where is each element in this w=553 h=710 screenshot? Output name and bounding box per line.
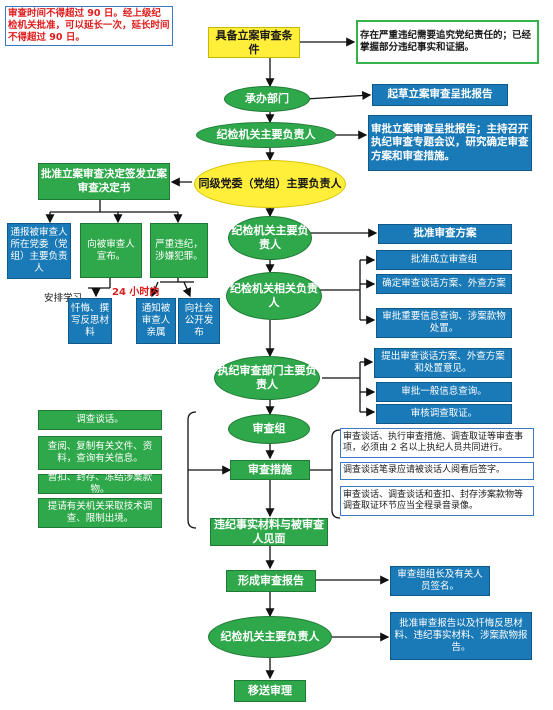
group-sign-box: 审查组组长及有关人员签名。 — [390, 566, 490, 596]
decision-box: 批准立案审查决定签发立案审查决定书 — [38, 163, 170, 200]
discipline-head-final-node: 纪检机关主要负责人 — [208, 616, 332, 658]
measure-query-box: 查阅、复制有关文件、资料，查询有关信息。 — [38, 436, 162, 470]
transfer-box: 移送审理 — [234, 680, 306, 702]
undertaking-dept-node: 承办部门 — [224, 86, 310, 112]
serious-box: 严重违纪，涉嫌犯罪。 — [150, 223, 208, 278]
draft-report-box: 起草立案审查呈批报告 — [372, 84, 508, 106]
execution-dept-node: 执纪审查部门主要负责人 — [214, 356, 320, 400]
approve-info-box: 审批重要信息查询、涉案款物处置。 — [376, 308, 512, 338]
announce-box: 向被审查人宣布。 — [80, 223, 142, 278]
meet-box: 违纪事实材料与被审查人见面 — [210, 518, 328, 546]
propose-box: 提出审查谈话方案、外查方案和处置意见。 — [374, 348, 512, 378]
approve-report-box: 审批立案审查呈批报告；主持召开执纪审查专题会议，研究确定审查方案和审查措施。 — [368, 115, 532, 171]
measure-note-3: 审查谈话、调查谈话和查扣、封存涉案款物等调查取证环节应当全程录音录像。 — [340, 486, 534, 516]
discipline-approve-node: 纪检机关主要负责人 — [228, 216, 312, 260]
repent-box: 忏悔、撰写反思材料 — [68, 298, 112, 344]
confirm-plan-box: 确定审查谈话方案、外查方案 — [376, 274, 512, 294]
approve-general-box: 审批一般信息查询。 — [376, 382, 512, 402]
review-group-node: 审查组 — [228, 414, 310, 444]
conditions-box: 具备立案审查条件 — [208, 27, 300, 58]
approve-group-box: 批准成立审查组 — [376, 250, 512, 270]
time-limit-note: 审查时间不得超过 90 日。经上级纪检机关批准，可以延长一次，延长时间不得超过 … — [5, 6, 173, 46]
within-24h-label: 24 小时内 — [112, 287, 160, 298]
measure-note-1: 审查谈话、执行审查措施、调查取证等审查事项，必须由 2 名以上执纪人员共同进行。 — [340, 428, 534, 458]
notify-family-box: 通知被审查人亲属 — [136, 298, 176, 344]
approve-plan-box: 批准审查方案 — [378, 224, 512, 244]
publish-box: 向社会公开发布 — [178, 298, 220, 344]
party-committee-node: 同级党委（党组）主要负责人 — [194, 160, 346, 208]
discipline-head-node-1: 纪检机关主要负责人 — [196, 122, 336, 148]
discipline-related-node: 纪检机关相关负责人 — [226, 272, 322, 320]
measure-talk-box: 调查谈话。 — [38, 410, 162, 430]
condition-note: 存在严重违纪需要追究党纪责任的；已经掌握部分违纪事实和证据。 — [356, 20, 539, 64]
report-box: 形成审查报告 — [226, 570, 316, 592]
measure-freeze-box: 暂扣、封存、冻结涉案款物。 — [38, 472, 162, 495]
report-party-box: 通报被审查人所在党委（党组）主要负责人 — [7, 223, 71, 279]
arrange-study-label: 安排学习 — [44, 293, 83, 304]
review-measures-box: 审查措施 — [230, 460, 310, 480]
final-approve-box: 批准审查报告以及忏悔反思材料、违纪事实材料、涉案款物报告。 — [390, 612, 532, 660]
measure-note-2: 调查谈话笔录应请被谈话人阅看后签字。 — [340, 462, 534, 480]
measure-tech-box: 提请有关机关采取技术调查、限制出境。 — [38, 498, 162, 528]
verify-box: 审核调查取证。 — [376, 404, 512, 424]
